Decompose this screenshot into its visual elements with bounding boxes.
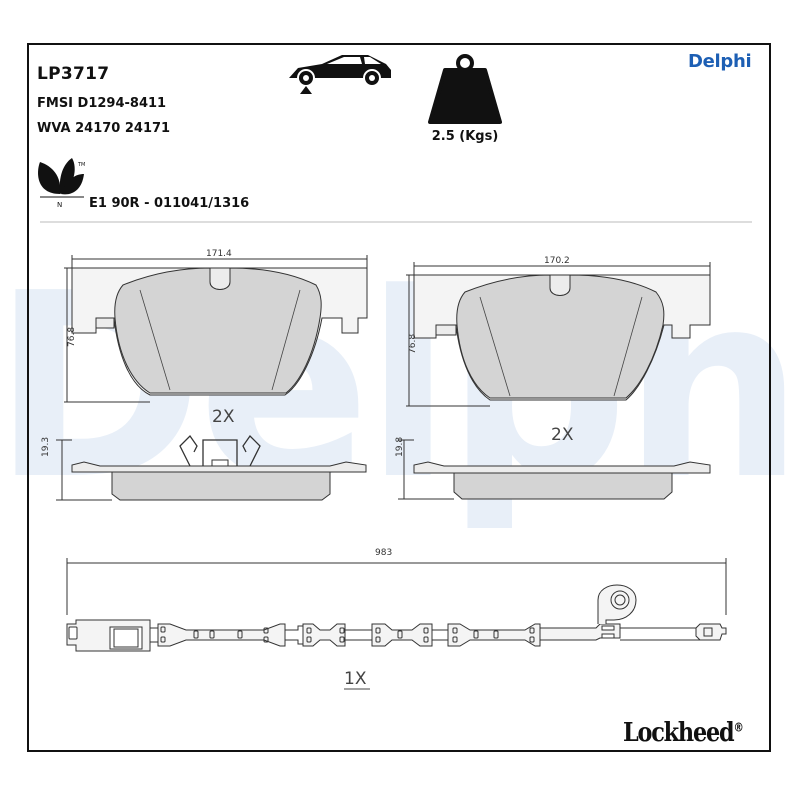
eco-mark-label: N <box>57 201 62 209</box>
wva-code: WVA 24170 24171 <box>37 121 171 136</box>
drawing-frame <box>27 43 771 752</box>
weight-label: 2.5 (Kgs) <box>431 129 499 144</box>
dim-left-height: 76.8 <box>67 327 77 347</box>
dim-left-thickness: 19.3 <box>41 437 51 457</box>
brake-pad-right-side: 19.8 <box>395 437 711 500</box>
registered-mark: ® <box>733 720 744 735</box>
eco-tm-label: TM <box>77 162 85 168</box>
footer-brand-text: Lockheed <box>623 718 735 748</box>
dim-right-width: 170.2 <box>544 256 570 266</box>
qty-left-pad: 2X <box>212 407 235 427</box>
dim-sensor-length: 983 <box>375 548 392 558</box>
footer-brand-logo: Lockheed® <box>623 718 744 748</box>
part-number: LP3717 <box>37 64 110 84</box>
weight-icon <box>428 54 502 124</box>
eco-leaf-icon: N TM <box>38 158 85 209</box>
brake-pad-right-front: 170.2 76.8 <box>406 256 711 407</box>
wear-sensor: 983 <box>66 548 727 652</box>
car-icon <box>289 55 391 94</box>
dim-left-width: 171.4 <box>206 249 232 259</box>
qty-sensor: 1X <box>344 669 367 689</box>
qty-right-pad: 2X <box>551 425 574 445</box>
approval-code: E1 90R - 011041/1316 <box>89 196 250 211</box>
brand-logo: Delphi <box>688 51 752 72</box>
brake-pad-left-front: 171.4 76.8 <box>64 249 368 403</box>
brake-pad-left-side: 19.3 <box>41 434 367 501</box>
dim-right-thickness: 19.8 <box>395 437 405 457</box>
dim-right-height: 76.8 <box>408 334 418 354</box>
fmsi-code: FMSI D1294-8411 <box>37 96 167 111</box>
